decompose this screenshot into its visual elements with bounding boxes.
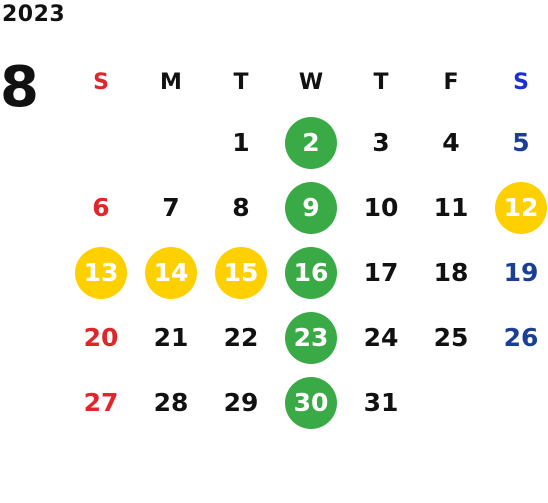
day-number: 18 (433, 258, 469, 287)
day-cell: 29 (206, 370, 276, 435)
weekday-sunday: S (93, 70, 109, 95)
day-cell: 30 (276, 370, 346, 435)
day-number: 31 (363, 388, 399, 417)
day-cell: 19 (486, 240, 548, 305)
day-number: 29 (223, 388, 259, 417)
day-number: 6 (92, 193, 110, 222)
day-number: 19 (503, 258, 539, 287)
day-cell: 7 (136, 175, 206, 240)
day-cell: 2 (276, 110, 346, 175)
day-number-highlighted-green: 16 (285, 246, 337, 299)
weekday-saturday: S (513, 70, 529, 95)
day-cell: 8 (206, 175, 276, 240)
weekday-thursday: T (373, 70, 389, 95)
day-number: 24 (363, 323, 399, 352)
day-number: 25 (433, 323, 469, 352)
day-number-highlighted-yellow: 15 (215, 246, 267, 299)
day-number: 5 (512, 128, 530, 157)
day-cell: 5 (486, 110, 548, 175)
day-cell: 6 (66, 175, 136, 240)
day-cell: 27 (66, 370, 136, 435)
day-number: 20 (83, 323, 119, 352)
day-number-highlighted-green: 9 (285, 181, 337, 234)
day-cell: 26 (486, 305, 548, 370)
week-row: 1 2 3 4 5 (66, 110, 548, 175)
day-number: 10 (363, 193, 399, 222)
day-number: 3 (372, 128, 390, 157)
day-cell: 13 (66, 240, 136, 305)
day-cell: 25 (416, 305, 486, 370)
day-number: 17 (363, 258, 399, 287)
day-number-highlighted-green: 30 (285, 376, 337, 429)
day-cell: 15 (206, 240, 276, 305)
day-cell: 20 (66, 305, 136, 370)
weekday-tuesday: T (233, 70, 249, 95)
weekday-header-row: S M T W T F S (66, 55, 548, 110)
day-number: 28 (153, 388, 189, 417)
day-number: 27 (83, 388, 119, 417)
day-number: 7 (162, 193, 180, 222)
day-number-highlighted-green: 2 (285, 116, 337, 169)
day-cell: 4 (416, 110, 486, 175)
day-cell: 12 (486, 175, 548, 240)
day-number-highlighted-yellow: 13 (75, 246, 127, 299)
day-cell (486, 370, 548, 435)
day-cell: 24 (346, 305, 416, 370)
day-cell: 22 (206, 305, 276, 370)
day-cell: 28 (136, 370, 206, 435)
day-number: 26 (503, 323, 539, 352)
weekday-monday: M (160, 70, 182, 95)
day-cell: 17 (346, 240, 416, 305)
month-number: 8 (0, 55, 39, 120)
day-number: 4 (442, 128, 460, 157)
week-row: 20 21 22 23 24 25 26 (66, 305, 548, 370)
day-cell: 31 (346, 370, 416, 435)
day-cell: 3 (346, 110, 416, 175)
day-number: 22 (223, 323, 259, 352)
day-cell (66, 110, 136, 175)
day-number: 1 (232, 128, 250, 157)
day-cell: 14 (136, 240, 206, 305)
day-cell: 1 (206, 110, 276, 175)
day-number: 11 (433, 193, 469, 222)
week-row: 13 14 15 16 17 18 19 (66, 240, 548, 305)
day-cell: 9 (276, 175, 346, 240)
calendar-grid: S M T W T F S 1 2 3 4 5 6 7 8 9 10 11 12… (66, 55, 548, 435)
day-number: 21 (153, 323, 189, 352)
year-label: 2023 (2, 2, 66, 27)
day-number-highlighted-green: 23 (285, 311, 337, 364)
day-cell: 21 (136, 305, 206, 370)
day-number-highlighted-yellow: 12 (495, 181, 547, 234)
day-cell: 18 (416, 240, 486, 305)
day-cell: 23 (276, 305, 346, 370)
weekday-friday: F (443, 70, 459, 95)
week-row: 6 7 8 9 10 11 12 (66, 175, 548, 240)
day-cell: 16 (276, 240, 346, 305)
week-row: 27 28 29 30 31 (66, 370, 548, 435)
day-cell: 10 (346, 175, 416, 240)
day-number-highlighted-yellow: 14 (145, 246, 197, 299)
day-number: 8 (232, 193, 250, 222)
day-cell (416, 370, 486, 435)
weekday-wednesday: W (298, 70, 324, 95)
day-cell: 11 (416, 175, 486, 240)
day-cell (136, 110, 206, 175)
